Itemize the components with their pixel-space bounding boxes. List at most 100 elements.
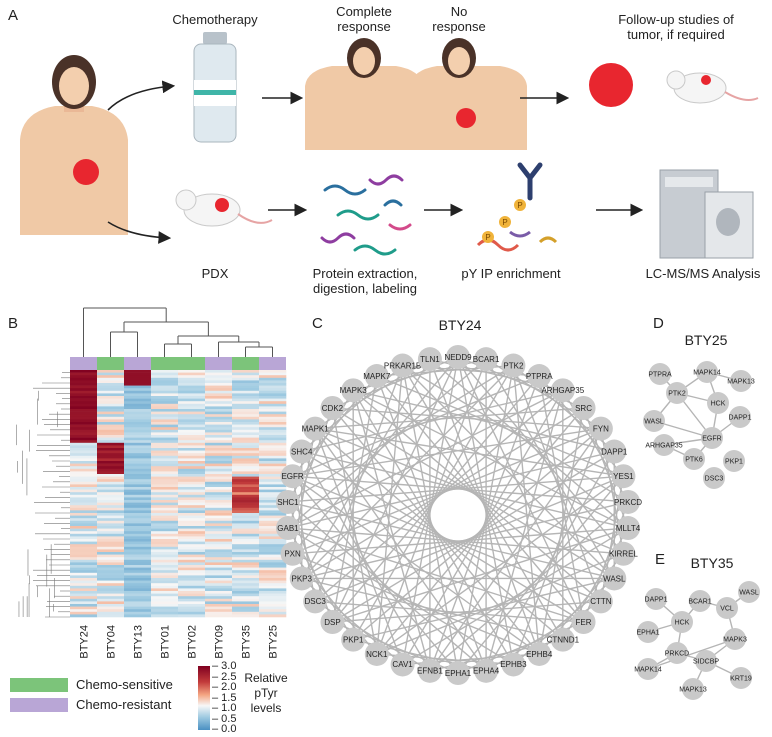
heatmap-cell — [178, 611, 206, 615]
heatmap-cell — [97, 546, 125, 550]
node-label-cav1: CAV1 — [392, 660, 413, 669]
heatmap-cell — [205, 533, 233, 537]
mouse-icon — [666, 70, 759, 104]
heatmap-cell — [232, 442, 260, 446]
node-label-pxn: PXN — [284, 550, 301, 559]
heatmap-cell — [97, 593, 125, 597]
heatmap-cell — [70, 422, 98, 425]
panel-label-e: E — [655, 551, 666, 568]
heatmap-cell — [70, 598, 98, 602]
heatmap-cell — [70, 481, 98, 485]
heatmap-cell — [205, 442, 233, 446]
heatmap-cell — [70, 437, 98, 441]
heatmap-cell — [205, 445, 233, 449]
heatmap-cell — [124, 419, 152, 423]
heatmap-cell — [70, 520, 98, 524]
heatmap-cell — [232, 536, 260, 540]
heatmap-cell — [70, 583, 98, 587]
heatmap-cell — [205, 435, 233, 438]
heatmap-cell — [259, 520, 287, 524]
heatmap-cell — [232, 406, 260, 410]
network-edge — [647, 638, 736, 670]
heatmap-cell — [259, 580, 287, 584]
heatmap-cell — [97, 578, 125, 581]
heatmap-cell — [259, 500, 287, 503]
heatmap-cell — [97, 380, 125, 384]
heatmap-cell — [178, 531, 206, 535]
heatmap-cell — [178, 570, 206, 574]
node-label-src: SRC — [575, 404, 592, 413]
heatmap-cell — [232, 578, 260, 581]
heatmap-cell — [124, 398, 152, 402]
heatmap-cell — [259, 554, 287, 558]
heatmap-cell — [232, 500, 260, 503]
heatmap-cell — [97, 375, 125, 379]
heatmap-cell — [124, 507, 152, 511]
heatmap-cell — [232, 455, 260, 459]
heatmap-cell — [178, 401, 206, 405]
sample-label-bty09: BTY09 — [214, 625, 226, 659]
heatmap-cell — [232, 492, 260, 496]
heatmap-cell — [151, 401, 179, 405]
heatmap-cell — [70, 463, 98, 467]
workflow-arrows — [107, 80, 644, 244]
heatmap-cell — [124, 484, 152, 488]
heatmap-cell — [205, 507, 233, 511]
heatmap-cell — [97, 549, 125, 553]
heatmap-cell — [124, 453, 152, 457]
heatmap-cell — [259, 502, 287, 506]
heatmap-cell — [205, 388, 233, 392]
heatmap-cell — [124, 502, 152, 506]
heatmap-cell — [232, 383, 260, 386]
heatmap-cell — [259, 432, 287, 436]
heatmap-cell — [232, 572, 260, 576]
heatmap-cell — [232, 562, 260, 566]
heatmap-cell — [205, 385, 233, 389]
heatmap-cell — [232, 393, 260, 397]
heatmap-cell — [124, 614, 152, 618]
heatmap-cell — [205, 403, 233, 407]
heatmap-cell — [178, 455, 206, 459]
network-edge — [485, 390, 564, 672]
node-ephb3 — [501, 652, 526, 677]
heatmap-cell — [178, 422, 206, 425]
mass-spectrometer-icon — [659, 169, 754, 259]
node-fer — [571, 610, 596, 635]
heatmap-cell — [151, 432, 179, 436]
phosphopeptides-icon: P P P — [476, 199, 558, 252]
node-yes1 — [611, 464, 636, 489]
heatmap-cell — [124, 554, 152, 558]
heatmap-cell — [259, 393, 287, 397]
sample-label-bty25: BTY25 — [268, 625, 280, 659]
heatmap-cell — [97, 528, 125, 532]
heatmap-cell — [124, 450, 152, 454]
heatmap-cell — [232, 520, 260, 524]
heatmap-cell — [151, 609, 179, 613]
heatmap-cell — [70, 593, 98, 597]
heatmap-cell — [259, 388, 287, 392]
heatmap-cell — [124, 479, 152, 483]
heatmap-cell — [151, 372, 179, 376]
heatmap-cell — [205, 409, 233, 412]
heatmap-cell — [70, 570, 98, 574]
heatmap-cell — [259, 567, 287, 571]
heatmap-cell — [70, 372, 98, 376]
heatmap-cell — [97, 403, 125, 407]
node-label-cttn: CTTN — [590, 597, 612, 606]
heatmap-cell — [151, 429, 179, 433]
heatmap-cell — [205, 474, 233, 477]
heatmap-cell — [259, 411, 287, 415]
heatmap-cell — [151, 445, 179, 449]
heatmap-cell — [178, 559, 206, 563]
node-cav1 — [390, 652, 415, 677]
heatmap-cell — [232, 611, 260, 615]
heatmap-cell — [70, 533, 98, 537]
workflow-illustration: P P P — [20, 32, 759, 259]
heatmap-cell — [97, 437, 125, 441]
column-dendrogram — [83, 307, 273, 357]
heatmap-cell — [205, 440, 233, 444]
heatmap-cell — [97, 442, 125, 446]
heatmap-cell — [124, 471, 152, 475]
panel-label-b: B — [8, 315, 19, 332]
heatmap-cell — [178, 614, 206, 618]
